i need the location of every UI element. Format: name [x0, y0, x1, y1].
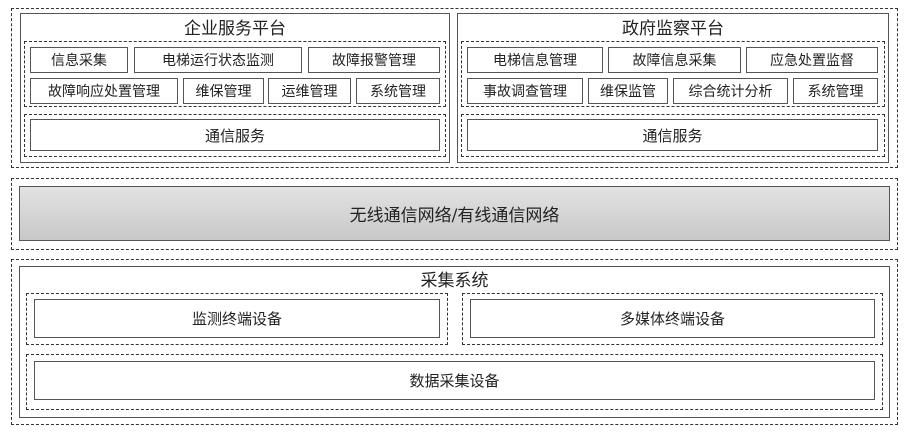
- enterprise-elevator-status-monitor: 电梯运行状态监测: [134, 47, 302, 73]
- data-collection-group: [26, 354, 883, 410]
- government-comm-group: [461, 114, 885, 157]
- enterprise-system-mgmt: 系统管理: [356, 78, 440, 104]
- enterprise-comm-group: [24, 114, 446, 157]
- multimedia-terminal-group: [462, 293, 883, 345]
- gov-system-mgmt: 系统管理: [793, 78, 878, 104]
- enterprise-fault-response-mgmt: 故障响应处置管理: [30, 78, 178, 104]
- enterprise-fault-alarm-mgmt: 故障报警管理: [308, 47, 440, 73]
- enterprise-info-collect: 信息采集: [30, 47, 128, 73]
- government-functions-group: [461, 41, 885, 107]
- enterprise-operation-mgmt: 运维管理: [268, 78, 351, 104]
- monitor-terminal-group: [26, 293, 448, 345]
- network-bar: 无线通信网络/有线通信网络: [19, 186, 890, 241]
- enterprise-functions-group: [24, 41, 446, 107]
- enterprise-comm-service: 通信服务: [30, 119, 440, 151]
- government-comm-service: 通信服务: [467, 119, 878, 151]
- gov-maintenance-supervision: 维保监管: [588, 78, 668, 104]
- enterprise-platform-title: 企业服务平台: [20, 19, 450, 39]
- data-collection-device: 数据采集设备: [34, 361, 875, 400]
- collection-system-title: 采集系统: [19, 271, 890, 291]
- monitor-terminal-device: 监测终端设备: [34, 299, 440, 338]
- gov-fault-info-collect: 故障信息采集: [608, 47, 741, 73]
- gov-elevator-info-mgmt: 电梯信息管理: [467, 47, 603, 73]
- gov-emergency-supervision: 应急处置监督: [746, 47, 878, 73]
- network-layer: [11, 178, 898, 250]
- platform-layer: [11, 8, 898, 168]
- collection-layer: [11, 259, 898, 425]
- multimedia-terminal-device: 多媒体终端设备: [470, 299, 875, 338]
- gov-statistics-analysis: 综合统计分析: [673, 78, 788, 104]
- government-platform-title: 政府监察平台: [457, 19, 889, 39]
- gov-accident-investigation: 事故调查管理: [467, 78, 583, 104]
- enterprise-maintenance-mgmt: 维保管理: [183, 78, 264, 104]
